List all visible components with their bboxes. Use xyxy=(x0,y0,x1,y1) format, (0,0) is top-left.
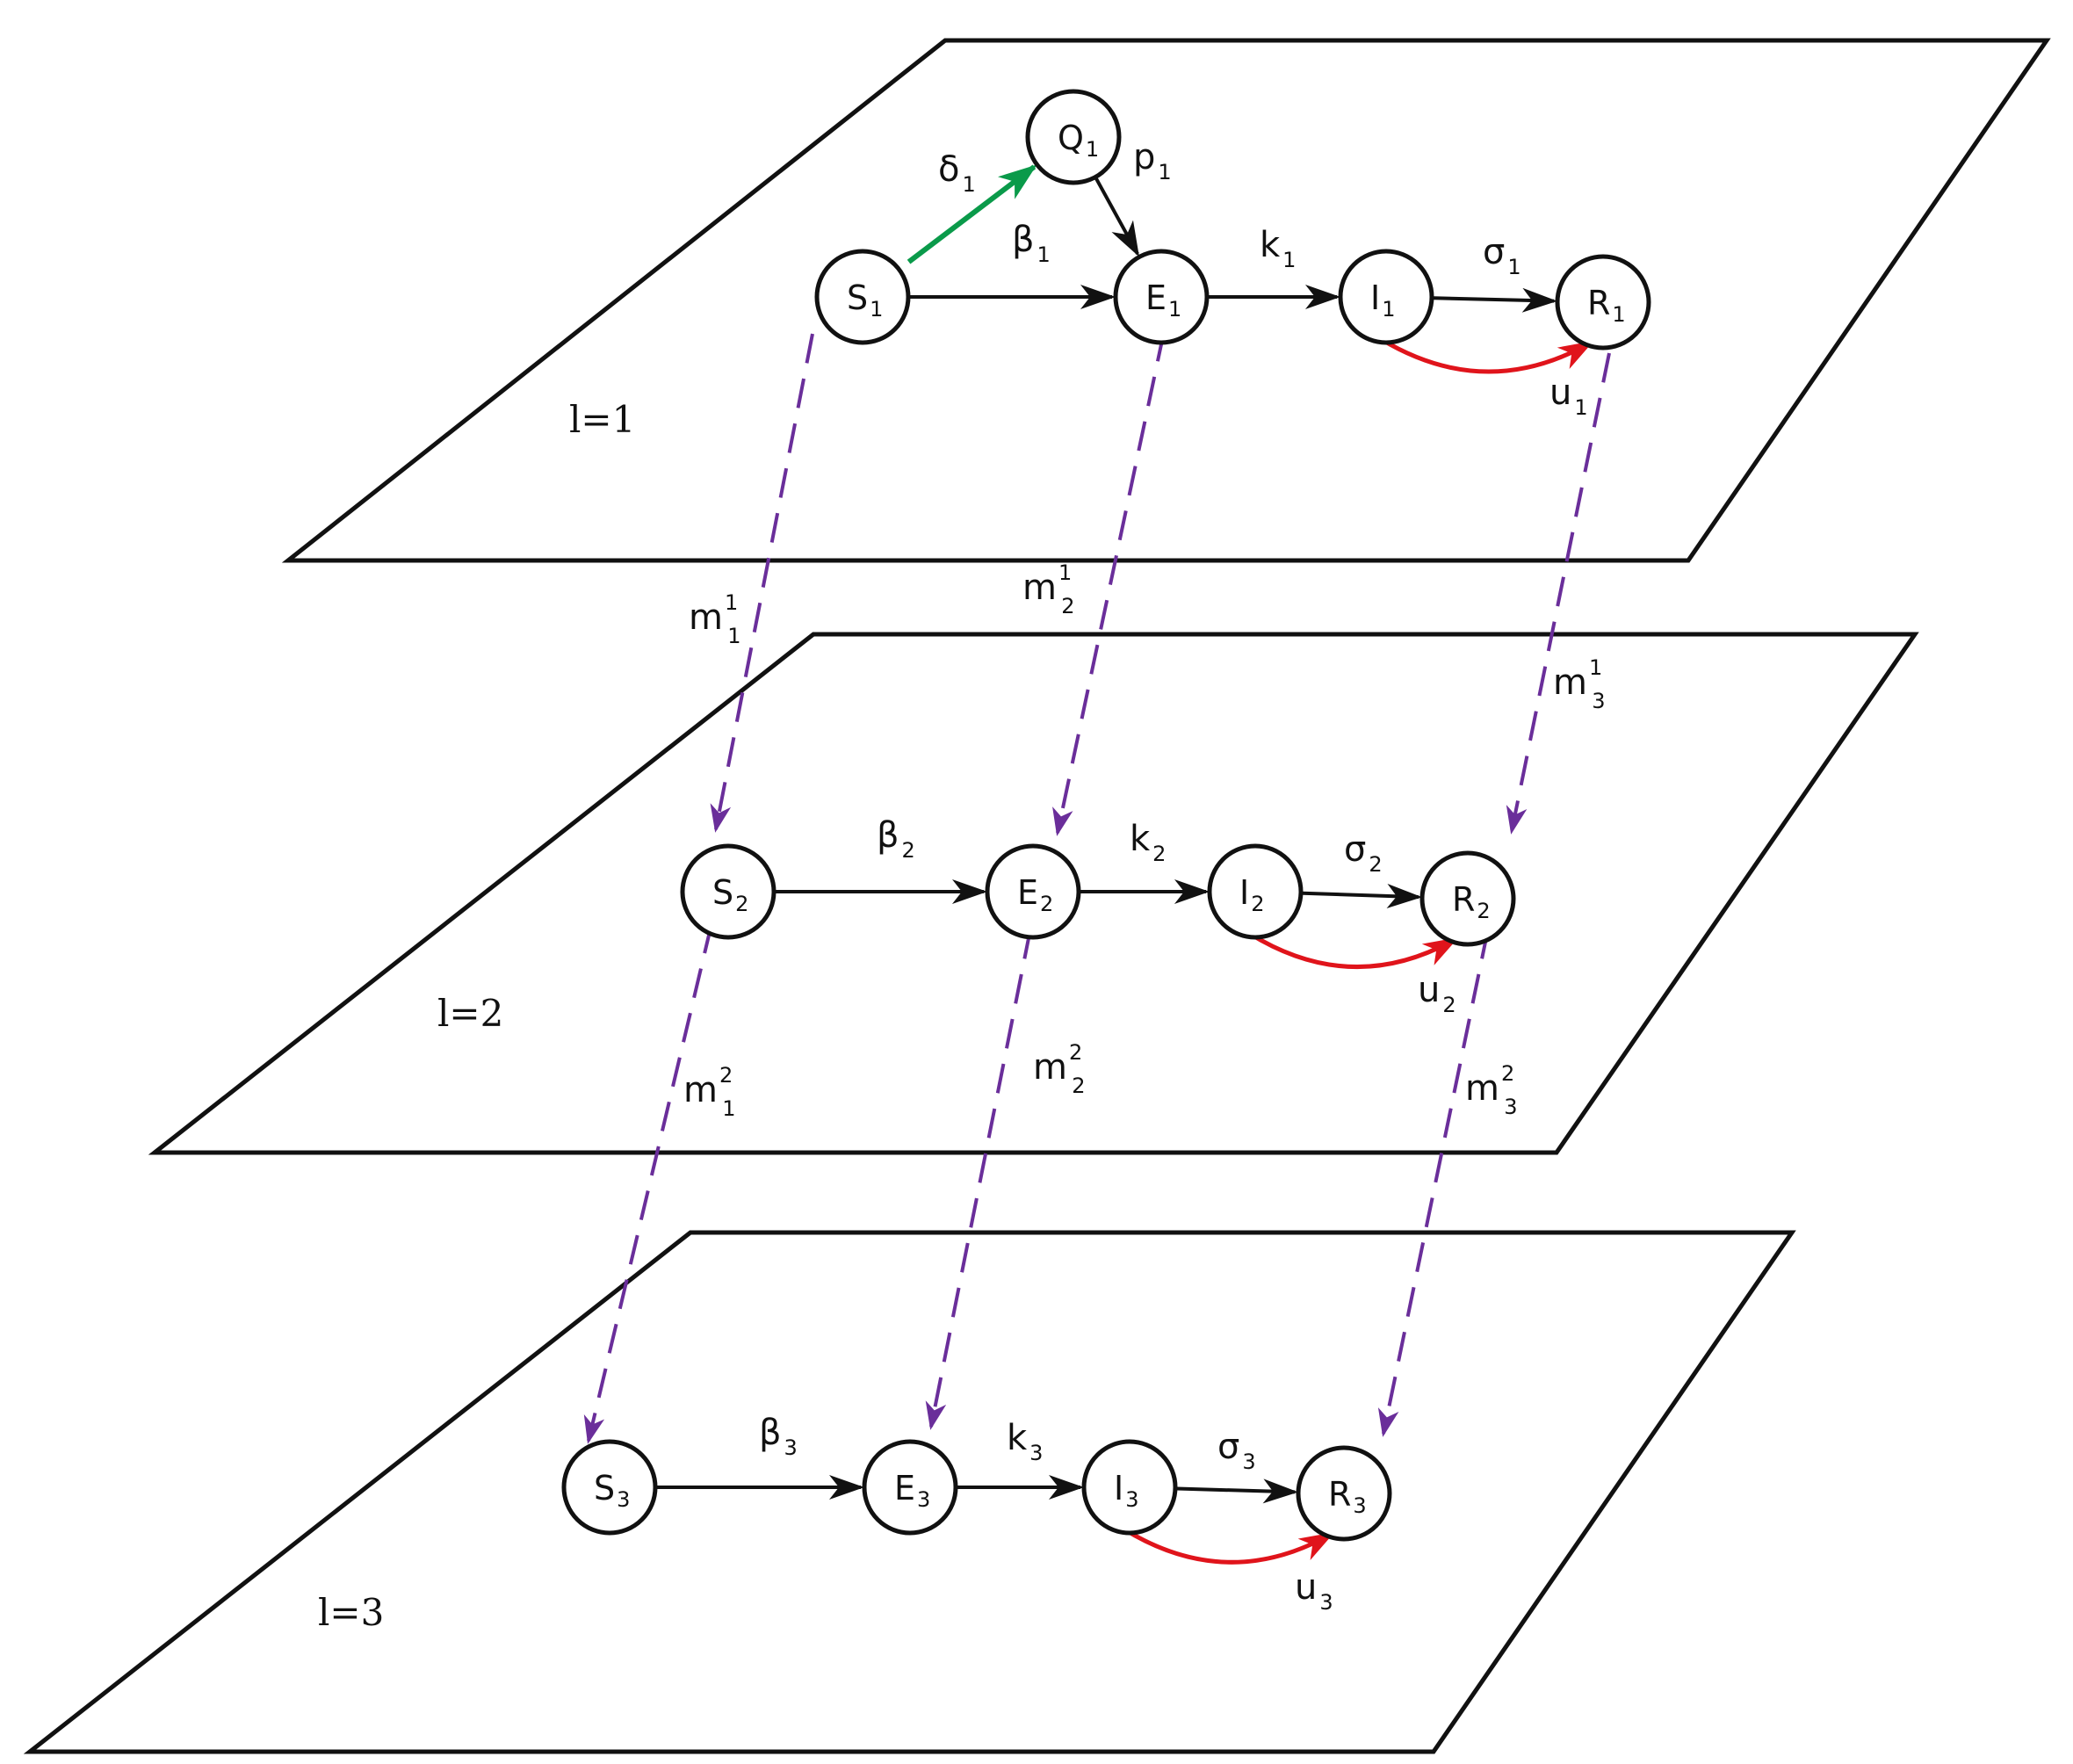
node-r-3-label: R3 xyxy=(1328,1475,1367,1518)
node-q-1-label: Q1 xyxy=(1058,119,1099,162)
node-s-3 xyxy=(561,1439,658,1536)
edge-i-r-3-recovery-arrow xyxy=(1123,1527,1335,1565)
node-e-2 xyxy=(985,843,1081,940)
node-i-2-label: I2 xyxy=(1239,873,1265,916)
node-r-1-label: R1 xyxy=(1587,284,1626,327)
edge-i-r-3-arrow xyxy=(1176,1478,1299,1504)
migration-r-2-to-3-arrow xyxy=(1377,929,1490,1437)
level-label-3: l=3 xyxy=(318,1591,384,1634)
node-s-3-label: S3 xyxy=(594,1469,630,1512)
node-s-1 xyxy=(814,249,911,345)
migration-r-1-to-2-arrow xyxy=(1506,352,1611,835)
edge-i-r-2-arrow xyxy=(1302,883,1423,908)
node-i-3 xyxy=(1081,1439,1178,1536)
node-r-2-label: R2 xyxy=(1452,880,1491,923)
node-r-3 xyxy=(1296,1445,1392,1542)
migration-s-1-to-2-arrow xyxy=(710,333,814,833)
level-plane-1 xyxy=(281,38,2051,563)
level-label-1: l=1 xyxy=(569,398,635,441)
node-i-2 xyxy=(1207,843,1304,940)
migration-e-2-to-3-arrow xyxy=(925,929,1032,1430)
level-plane-2 xyxy=(148,632,1919,1155)
node-e-3 xyxy=(862,1439,958,1536)
node-r-1 xyxy=(1555,254,1651,351)
node-s-2 xyxy=(680,843,776,940)
migration-e-1-to-2-arrow xyxy=(1052,331,1166,836)
node-s-1-label: S1 xyxy=(847,278,883,322)
edge-s-q-1-arrow xyxy=(906,164,1037,264)
migration-s-2-to-3-arrow xyxy=(583,923,713,1444)
edge-i-r-2-recovery-arrow xyxy=(1248,931,1459,970)
node-i-1-label: I1 xyxy=(1370,278,1396,322)
node-e-1 xyxy=(1113,249,1210,345)
node-i-3-label: I3 xyxy=(1114,1469,1139,1512)
node-r-2 xyxy=(1419,850,1516,947)
level-label-2: l=2 xyxy=(437,992,503,1035)
node-s-2-label: S2 xyxy=(712,873,748,916)
node-e-3-label: E3 xyxy=(894,1469,930,1512)
node-q-1 xyxy=(1025,89,1122,185)
node-e-2-label: E2 xyxy=(1017,873,1053,916)
edge-q-e-1-arrow xyxy=(1094,177,1139,257)
edge-i-r-1-recovery-arrow xyxy=(1379,336,1594,374)
level-plane-3 xyxy=(23,1230,1796,1754)
node-e-1-label: E1 xyxy=(1145,278,1181,322)
node-i-1 xyxy=(1338,249,1434,345)
edge-i-r-1-arrow xyxy=(1433,287,1558,313)
